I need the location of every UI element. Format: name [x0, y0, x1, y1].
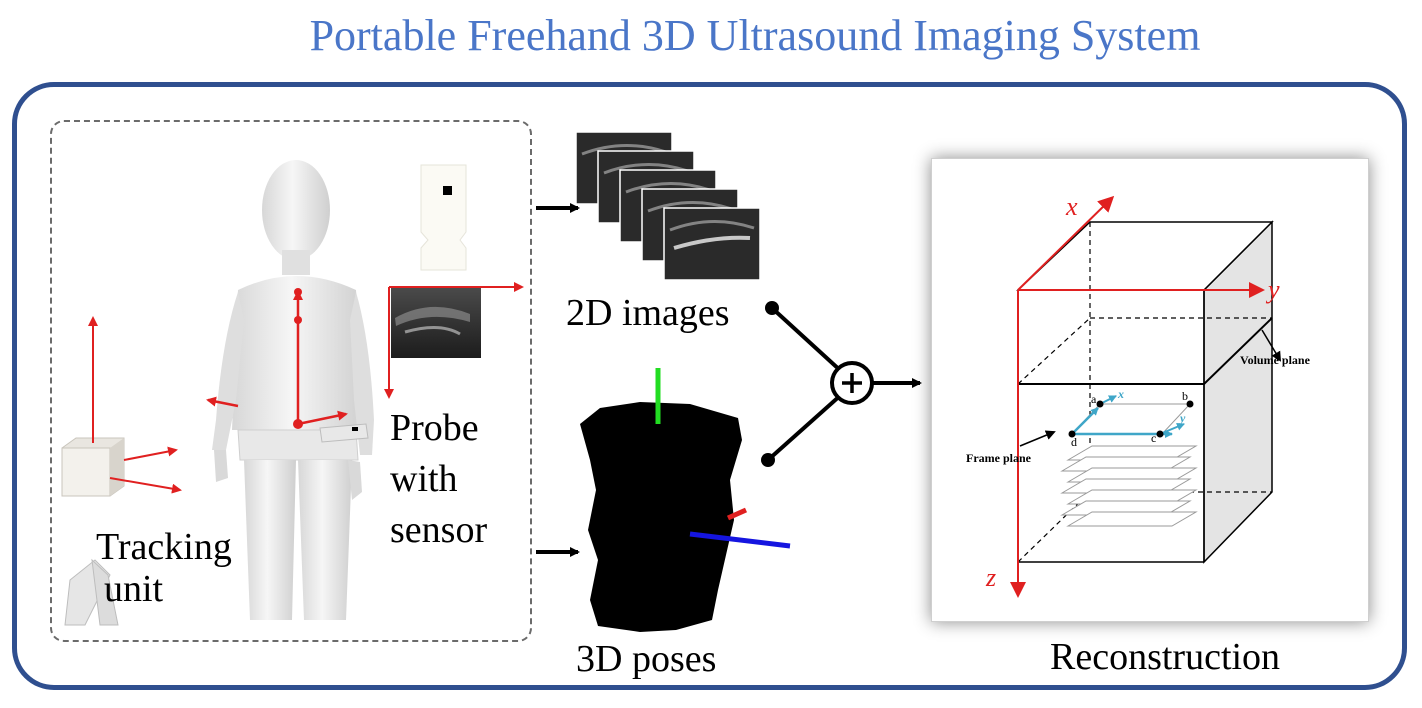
probe-label-line1: Probe: [390, 407, 479, 449]
point-c-label: c: [1151, 431, 1156, 445]
system-frame: [12, 82, 1407, 690]
probe-frame-image-icon: [384, 282, 524, 399]
frame-y-axis-label: y: [1178, 411, 1186, 425]
probe-label-line2: with: [390, 458, 458, 500]
volume-plane-label: Volume plane: [1240, 353, 1311, 367]
tracking-unit-icon: [61, 316, 182, 626]
ultrasound-frame-texture: [625, 182, 711, 194]
ultrasound-frame-texture: [673, 235, 751, 250]
acquisition-group: [50, 120, 532, 642]
human-figure-icon: [206, 160, 374, 620]
ultrasound-probe-icon: [420, 164, 467, 271]
point-d-label: d: [1071, 435, 1077, 449]
probe-label: Probe with sensor: [390, 403, 487, 556]
point-b-label: b: [1182, 389, 1188, 403]
tracking-unit-label-line1: Tracking: [96, 526, 232, 568]
poses-3d-label: 3D poses: [576, 638, 717, 680]
ultrasound-frame-texture: [669, 220, 755, 232]
reconstruction-label: Reconstruction: [1050, 636, 1281, 678]
images-2d-label: 2D images: [566, 292, 730, 334]
pose-point-cloud-icon: [580, 368, 791, 632]
frame-plane: [1066, 511, 1198, 527]
axis-y-label: y: [1265, 275, 1280, 304]
fusion-icon: [761, 301, 922, 467]
page-title: Portable Freehand 3D Ultrasound Imaging …: [309, 11, 1201, 60]
frame-x-axis-label: x: [1117, 387, 1124, 401]
tracking-unit-label-line2: unit: [104, 568, 164, 610]
ultrasound-frame-texture: [603, 163, 689, 175]
ultrasound-frame-texture: [581, 144, 667, 156]
ultrasound-frame-texture: [647, 201, 733, 213]
ultrasound-frame-stack-icon: [575, 131, 761, 281]
axis-z-label: z: [985, 563, 996, 592]
tracking-unit-label: Tracking unit: [96, 526, 232, 610]
probe-label-line3: sensor: [390, 509, 488, 551]
frame-plane-label: Frame plane: [966, 451, 1032, 465]
probe-on-body-icon: [319, 423, 369, 443]
axis-x-label: x: [1065, 192, 1078, 221]
point-a-label: a: [1091, 392, 1097, 406]
